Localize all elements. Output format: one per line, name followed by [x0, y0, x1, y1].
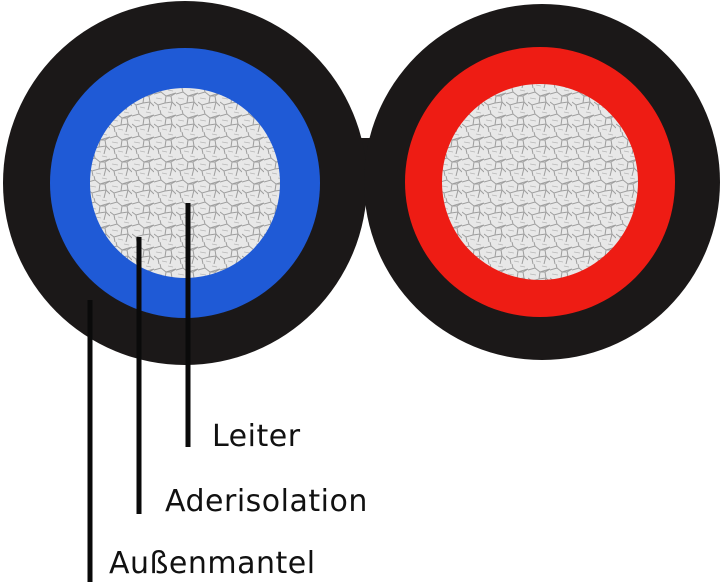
label-conductor: Leiter	[212, 419, 301, 454]
label-outer-sheath: Außenmantel	[109, 546, 316, 581]
conductor-left	[90, 88, 280, 278]
conductor-right	[442, 84, 638, 280]
label-core-insulation: Aderisolation	[165, 484, 368, 519]
